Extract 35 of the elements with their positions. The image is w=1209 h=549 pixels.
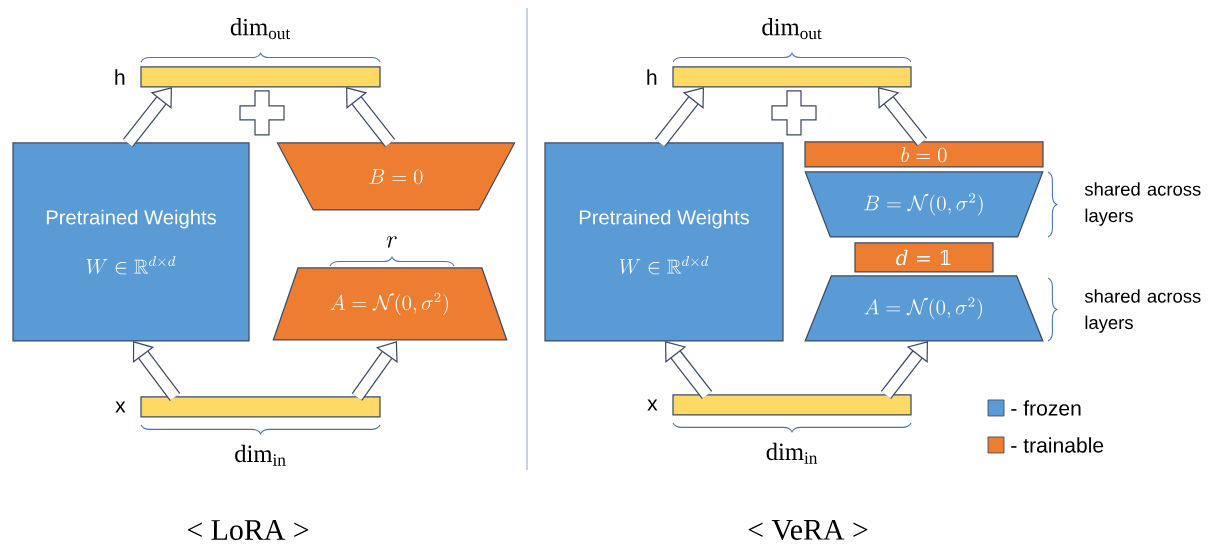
block-arrow xyxy=(122,87,172,147)
vector-bar xyxy=(140,396,381,418)
caption-text: < VeRA > xyxy=(748,519,868,541)
block-arrow xyxy=(654,87,704,147)
bar-label: h xyxy=(115,69,125,85)
trapezoid: $A = \mathcal{N}(0,\sigma^2)$ xyxy=(804,275,1044,342)
bar-label: x xyxy=(647,399,658,411)
trapezoid: $B = \mathcal{N}(0,\sigma^2)$ xyxy=(804,171,1044,238)
dimension-label: $r$ xyxy=(386,236,397,248)
legend-label: - trainable xyxy=(1011,437,1104,453)
note-text: shared across layers xyxy=(1084,182,1201,226)
block-arrow xyxy=(132,341,181,401)
dimension-label: dim$_{in}$ xyxy=(235,444,286,466)
block-arrow xyxy=(878,87,928,147)
trapezoid: $A = \mathcal{N}(0,\sigma^2)$ xyxy=(272,267,508,341)
bar-label: h xyxy=(647,69,657,85)
matrix-box: Pretrained Weights $W \in \mathbb{R}^{d\times d}$ xyxy=(12,142,250,342)
dimension-label: dim$_{in}$ xyxy=(766,442,818,464)
matrix-box: d = 𝟙 xyxy=(854,242,994,273)
vector-bar xyxy=(672,66,912,88)
block-arrow xyxy=(880,341,928,399)
bar-label: x xyxy=(115,401,126,413)
caption-text: < LoRA > xyxy=(187,519,309,540)
matrix-box: $b = 0$ xyxy=(804,141,1044,168)
dimension-label: dim$_{out}$ xyxy=(230,18,291,40)
vector-bar xyxy=(672,394,912,416)
vector-bar xyxy=(140,66,381,88)
note-text: shared across layers xyxy=(1084,289,1201,333)
block-arrow xyxy=(665,341,713,399)
block-arrow xyxy=(346,87,396,147)
trapezoid: $B = 0$ xyxy=(276,142,516,211)
matrix-box: Pretrained Weights $W \in \mathbb{R}^{d\times d}$ xyxy=(544,142,784,342)
dimension-label: dim$_{out}$ xyxy=(762,18,822,40)
block-arrow xyxy=(351,341,398,401)
legend-label: - frozen xyxy=(1011,400,1081,416)
